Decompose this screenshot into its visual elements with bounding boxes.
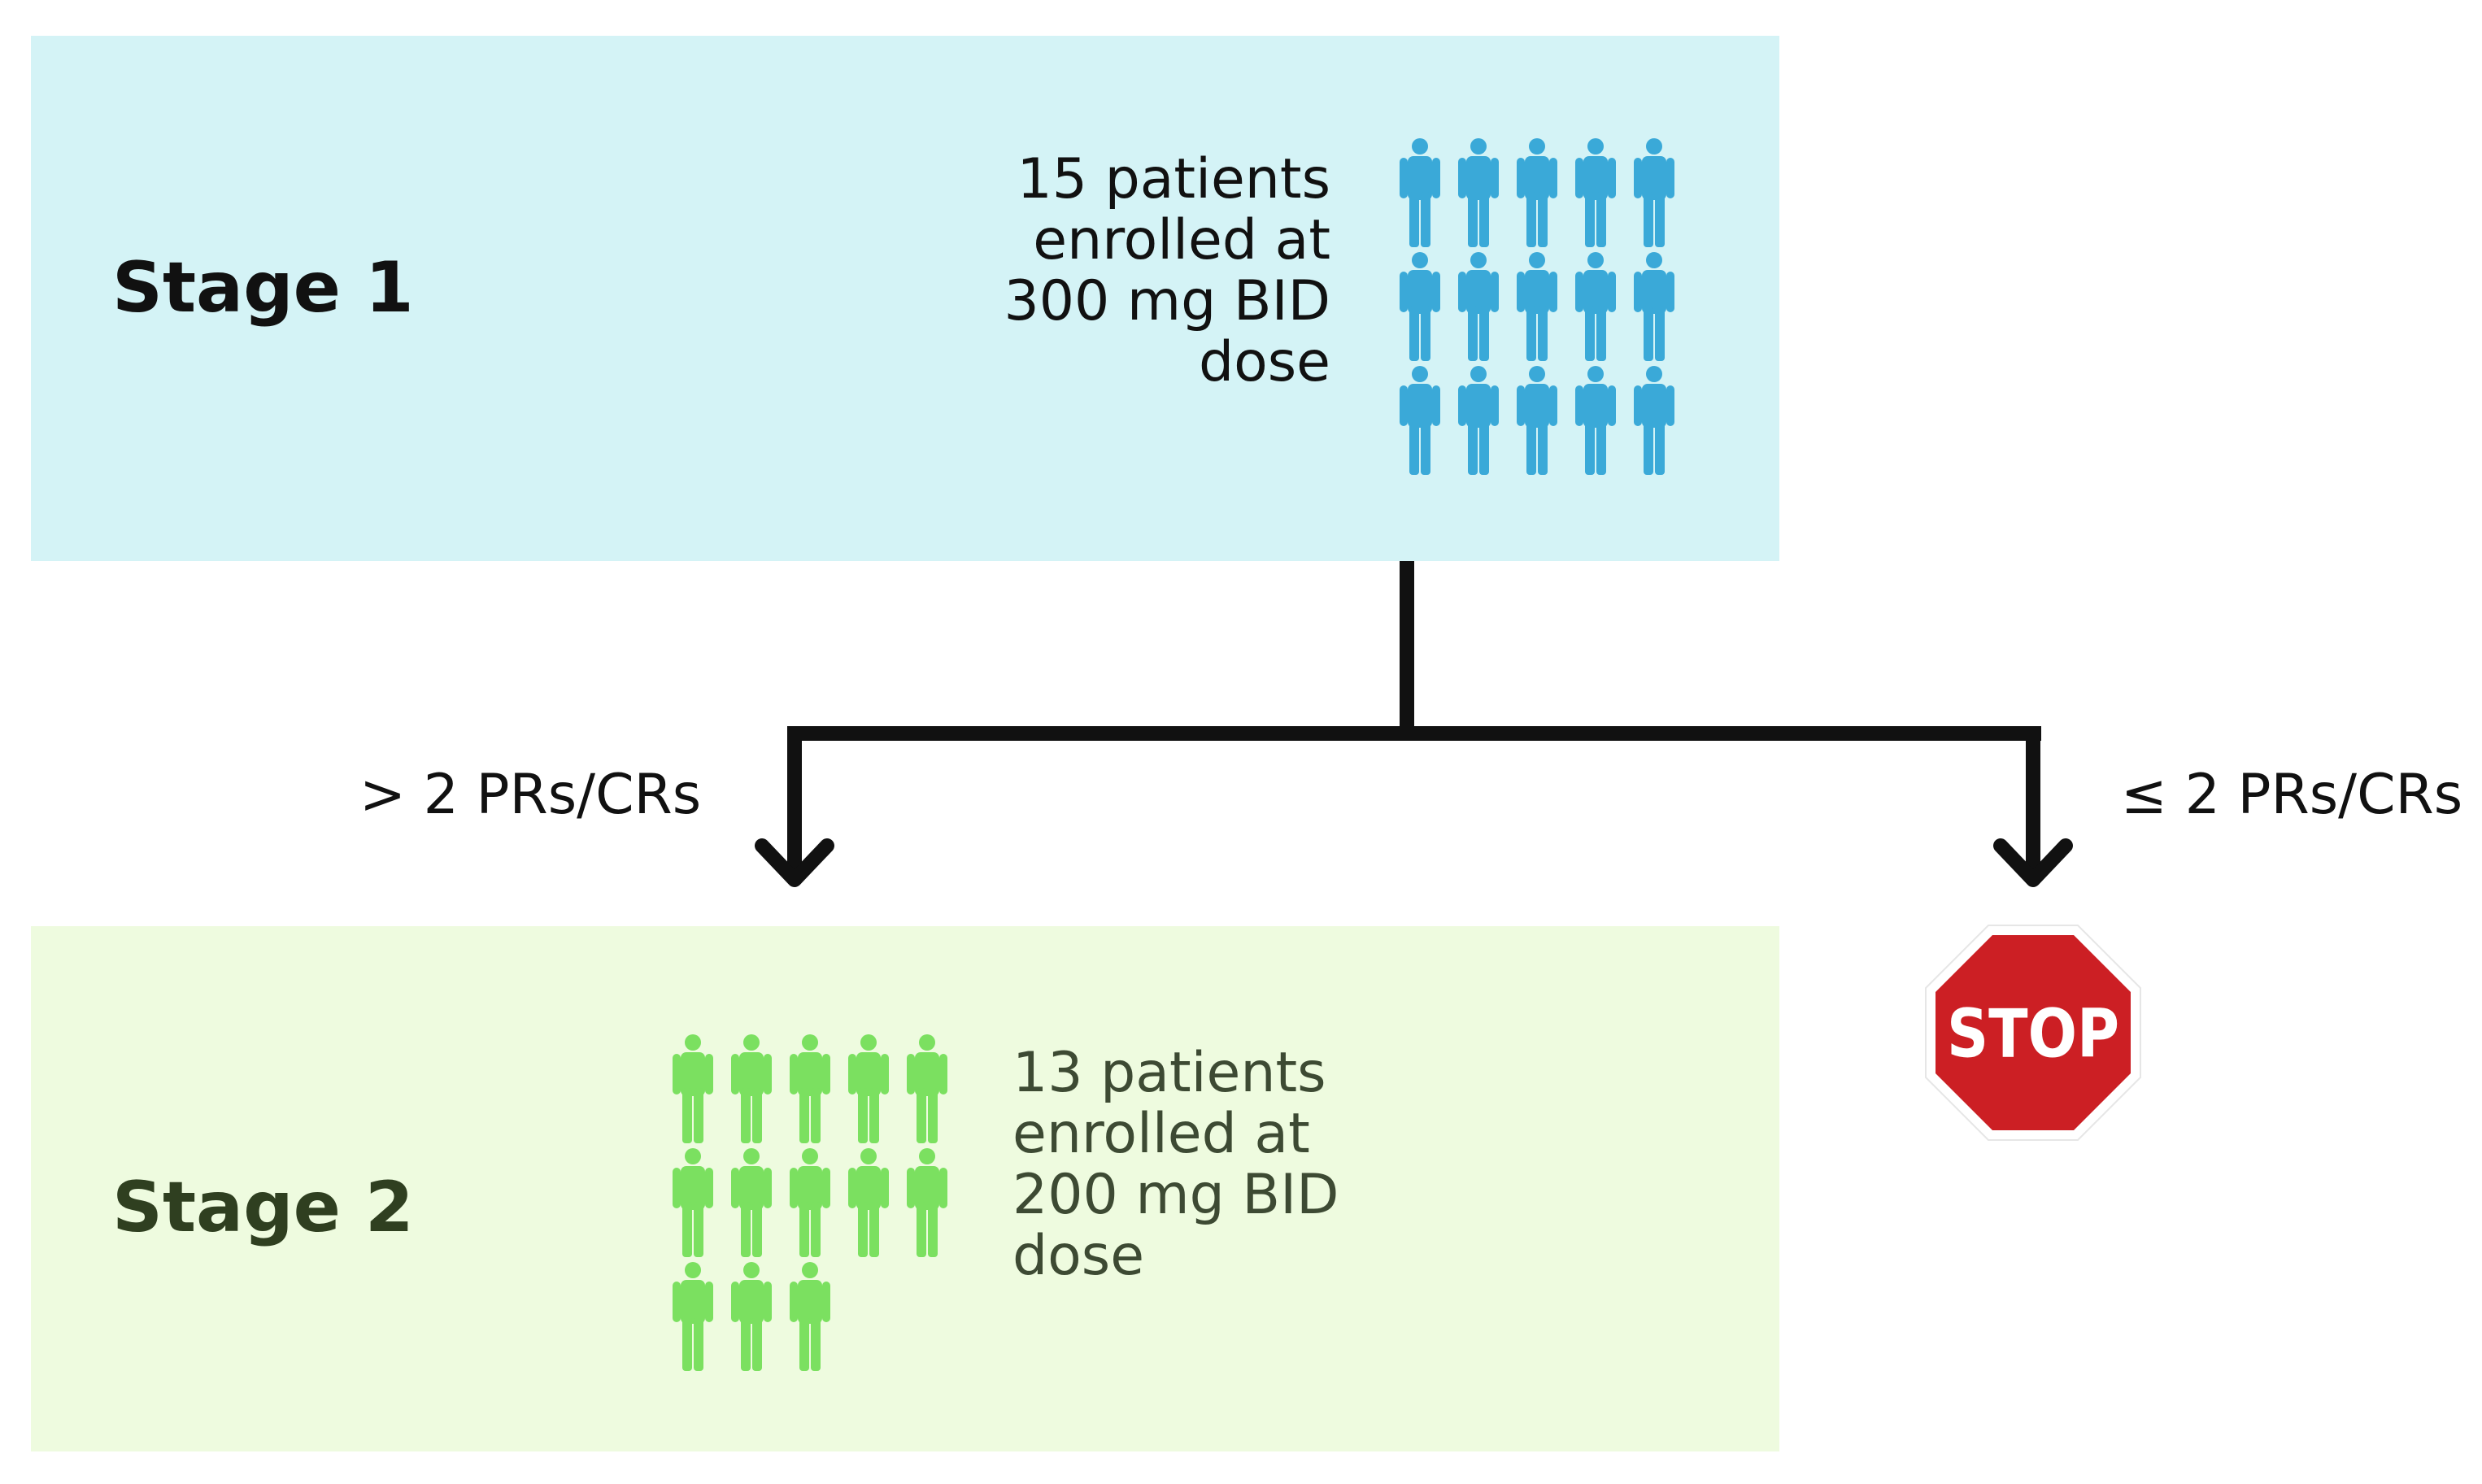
person-icon [790, 1262, 830, 1371]
stop-sign-icon: STOP [1925, 925, 2141, 1141]
branch-label-non-responders: ≤ 2 PRs/CRs [2121, 763, 2463, 827]
person-icon [731, 1034, 772, 1143]
person-icon [848, 1148, 889, 1257]
person-icon [790, 1148, 830, 1257]
person-icon [790, 1034, 830, 1143]
person-icon [1634, 252, 1674, 361]
stage-1-description-line: dose [1198, 330, 1330, 394]
stage-2-box [31, 926, 1779, 1451]
stage-2-description-line: 13 patients [1012, 1041, 1326, 1105]
person-icon [1634, 138, 1674, 247]
stage-2-description-line: 200 mg BID [1012, 1163, 1339, 1227]
stop-sign-text: STOP [1947, 996, 2119, 1073]
stage-1-label: Stage 1 [112, 247, 414, 329]
person-icon [731, 1148, 772, 1257]
person-icon [1517, 252, 1557, 361]
person-icon [673, 1148, 713, 1257]
stage-1-description-line: 15 patients [1017, 147, 1330, 211]
stage-2-description-line: enrolled at [1012, 1102, 1310, 1166]
stage-2-description-line: dose [1012, 1224, 1145, 1288]
stage-2-label: Stage 2 [112, 1167, 414, 1248]
stage-1-patient-icons [1400, 138, 1674, 475]
person-icon [673, 1034, 713, 1143]
person-icon [673, 1262, 713, 1371]
person-icon [1400, 138, 1440, 247]
person-icon [1400, 252, 1440, 361]
person-icon [1575, 366, 1616, 475]
stage-2-patient-icons [673, 1034, 947, 1371]
person-icon [1400, 366, 1440, 475]
person-icon [1458, 366, 1499, 475]
person-icon [1458, 138, 1499, 247]
person-icon [731, 1262, 772, 1371]
arrow-down-icon [755, 838, 834, 887]
stop-sign-octagon [1936, 935, 2131, 1130]
stage-1-description: 15 patients enrolled at 300 mg BID dose [1004, 149, 1331, 393]
person-icon [907, 1034, 947, 1143]
person-icon [1575, 138, 1616, 247]
stage-2-description: 13 patients enrolled at 200 mg BID dose [1012, 1042, 1339, 1286]
arrow-down-icon [1993, 838, 2073, 887]
person-icon [1517, 366, 1557, 475]
stage-1-description-line: enrolled at [1033, 208, 1330, 272]
person-icon [1634, 366, 1674, 475]
person-icon [1458, 252, 1499, 361]
person-icon [907, 1148, 947, 1257]
person-icon [848, 1034, 889, 1143]
stage-1-description-line: 300 mg BID [1004, 269, 1331, 333]
person-icon [1517, 138, 1557, 247]
branch-label-responders: > 2 PRs/CRs [359, 763, 702, 827]
person-icon [1575, 252, 1616, 361]
